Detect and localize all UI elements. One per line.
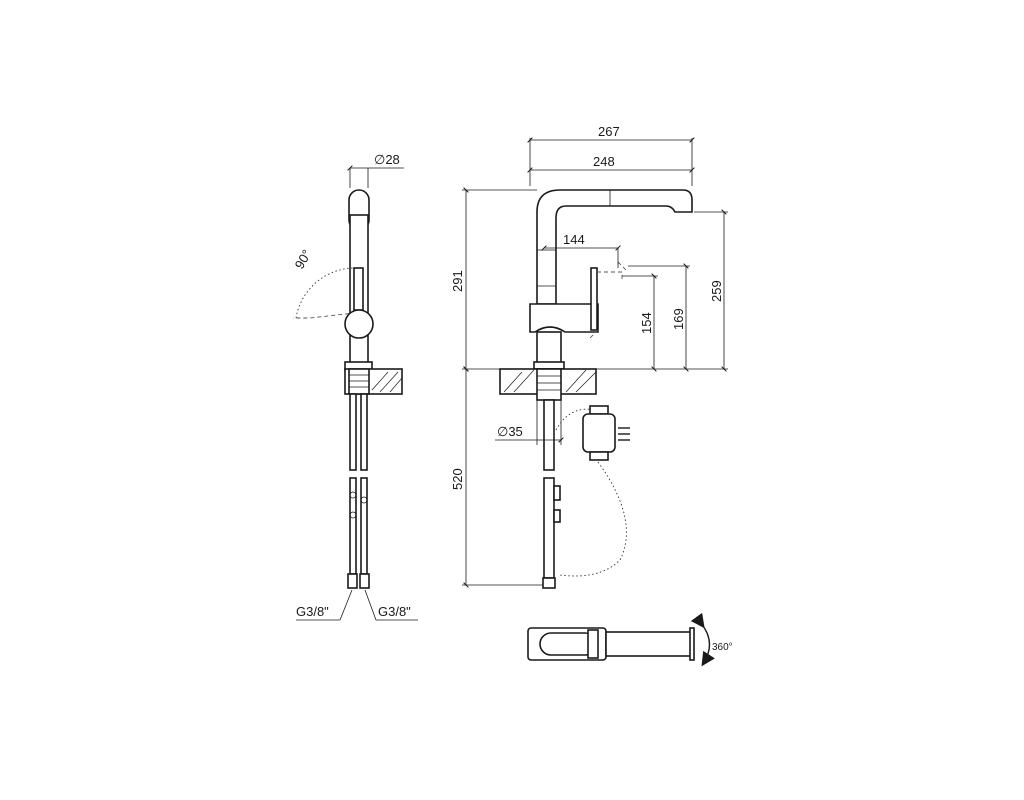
side-view	[293, 165, 418, 621]
dim-267-label: 267	[598, 124, 620, 139]
dim-169-label: 169	[671, 308, 686, 330]
dim-520-label: 520	[450, 468, 465, 490]
dim-259-label: 259	[709, 280, 724, 302]
diameter-28-label: ∅28	[374, 152, 400, 167]
dim-248-label: 248	[593, 154, 615, 169]
dimension-lines	[462, 137, 728, 588]
thread-left-label: G3/8"	[296, 604, 329, 619]
diameter-35-label: ∅35	[497, 424, 523, 439]
dim-154-label: 154	[639, 312, 654, 334]
angle-90-label: 90°	[292, 247, 315, 272]
front-view	[499, 189, 693, 589]
top-view	[527, 612, 715, 667]
dim-291-label: 291	[450, 270, 465, 292]
rotation-360-label: 360°	[712, 642, 733, 653]
dim-144-label: 144	[563, 232, 585, 247]
thread-right-label: G3/8"	[378, 604, 411, 619]
